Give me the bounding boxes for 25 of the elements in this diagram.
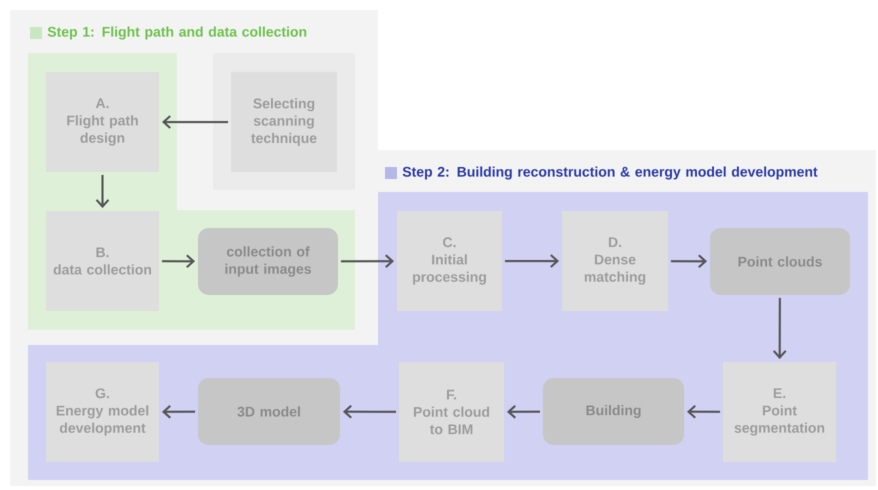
- arrow: [670, 254, 708, 268]
- legend-heading: Step 2: Building reconstruction & energy model development: [402, 166, 818, 180]
- process-box: B. data collection: [46, 211, 160, 311]
- result-box: Building: [542, 378, 684, 445]
- arrow: [342, 404, 396, 419]
- process-box: D. Dense matching: [562, 211, 668, 311]
- result-box: collection of input images: [198, 228, 338, 295]
- arrow: [162, 405, 196, 419]
- process-box: Selecting scanning technique: [231, 72, 337, 172]
- process-box: F. Point cloud to BIM: [398, 362, 504, 462]
- arrow: [162, 254, 196, 268]
- arrow: [340, 254, 394, 268]
- process-box: C. Initial processing: [396, 211, 502, 311]
- process-box: G. Energy model development: [46, 362, 160, 462]
- arrow: [772, 298, 786, 360]
- arrow: [686, 404, 720, 419]
- result-box: Point clouds: [710, 228, 850, 295]
- process-box: A. Flight path design: [46, 72, 160, 172]
- arrow: [506, 405, 540, 419]
- legend-heading: Step 1: Flight path and data collection: [48, 26, 306, 40]
- arrow: [96, 174, 110, 208]
- arrow: [162, 115, 228, 129]
- result-box: 3D model: [198, 378, 340, 445]
- process-box: E. Point segmentation: [722, 362, 836, 462]
- arrow: [504, 254, 560, 268]
